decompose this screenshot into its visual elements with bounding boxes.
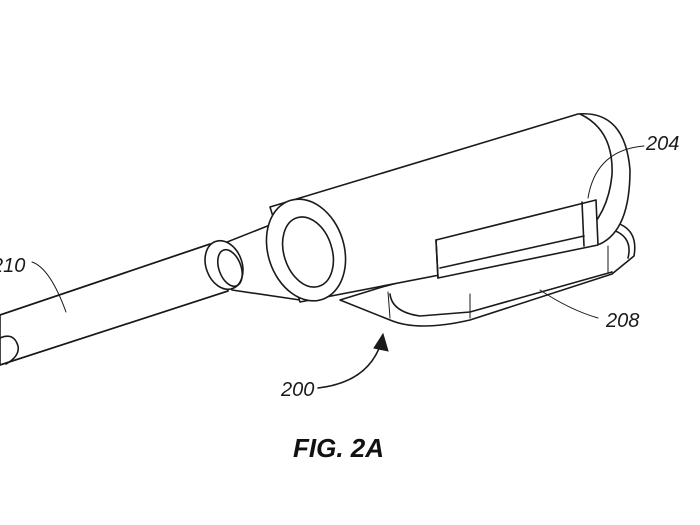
contact-plate [435, 199, 599, 279]
cable [0, 243, 229, 366]
label-200: 200 [280, 379, 314, 401]
leader-lines [31, 145, 645, 389]
strain-relief [204, 224, 301, 301]
label-210: 210 [0, 255, 25, 277]
label-208: 208 [605, 310, 639, 332]
figure-caption: FIG. 2A [293, 433, 384, 463]
label-204: 204 [645, 133, 679, 155]
